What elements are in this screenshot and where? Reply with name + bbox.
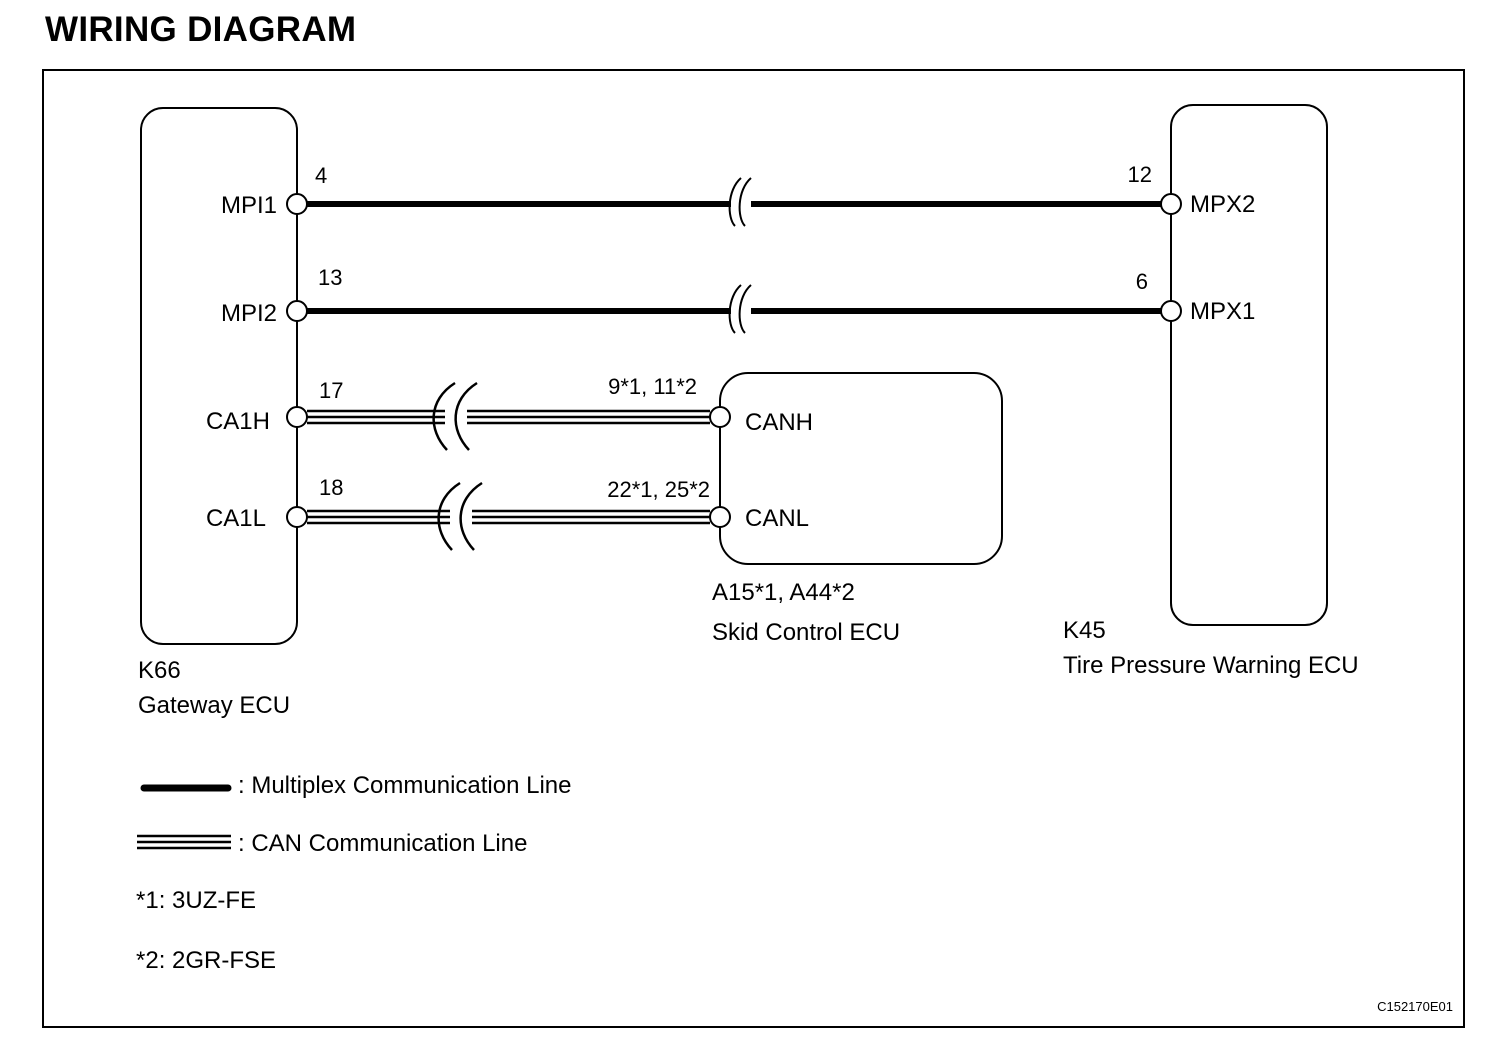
page-title: WIRING DIAGRAM <box>45 10 357 49</box>
terminal-ca1l <box>286 506 308 528</box>
figure-id: C152170E01 <box>1377 999 1453 1014</box>
terminal-mpi1 <box>286 193 308 215</box>
terminal-mpx1 <box>1160 300 1182 322</box>
tpws-ecu-box <box>1170 104 1328 626</box>
gateway-code: K66 <box>138 657 181 684</box>
gateway-name: Gateway ECU <box>138 692 290 719</box>
tpws-name: Tire Pressure Warning ECU <box>1063 652 1359 679</box>
pin-number: 9*1, 11*2 <box>608 374 697 399</box>
terminal-label: CA1H <box>206 408 270 435</box>
terminal-label: MPI2 <box>221 300 277 327</box>
legend-multiplex-label: : Multiplex Communication Line <box>238 772 571 799</box>
multiplex-line-1 <box>307 177 1161 227</box>
legend-can-swatch <box>137 834 231 850</box>
terminal-canl <box>709 506 731 528</box>
terminal-label: CANL <box>745 505 809 532</box>
terminal-label: CA1L <box>206 505 266 532</box>
terminal-label: MPI1 <box>221 192 277 219</box>
can-line-h <box>307 381 710 451</box>
skid-name: Skid Control ECU <box>712 619 900 646</box>
pin-number: 6 <box>1136 269 1148 294</box>
skid-code: A15*1, A44*2 <box>712 579 855 606</box>
pin-number: 18 <box>319 475 343 500</box>
terminal-mpx2 <box>1160 193 1182 215</box>
pin-number: 12 <box>1128 162 1152 187</box>
pin-number: 22*1, 25*2 <box>607 477 710 502</box>
pin-number: 17 <box>319 378 343 403</box>
terminal-label: CANH <box>745 409 813 436</box>
terminal-mpi2 <box>286 300 308 322</box>
can-line-l <box>307 481 710 551</box>
note: *1: 3UZ-FE <box>136 887 256 914</box>
terminal-label: MPX2 <box>1190 191 1255 218</box>
multiplex-line-2 <box>307 284 1161 334</box>
pin-number: 4 <box>315 163 327 188</box>
pin-number: 13 <box>318 265 342 290</box>
gateway-ecu-box <box>140 107 298 645</box>
terminal-canh <box>709 406 731 428</box>
skid-ecu-box <box>719 372 1003 565</box>
note: *2: 2GR-FSE <box>136 947 276 974</box>
terminal-ca1h <box>286 406 308 428</box>
diagram-frame <box>42 69 1465 1028</box>
terminal-label: MPX1 <box>1190 298 1255 325</box>
legend-can-label: : CAN Communication Line <box>238 830 527 857</box>
tpws-code: K45 <box>1063 617 1106 644</box>
